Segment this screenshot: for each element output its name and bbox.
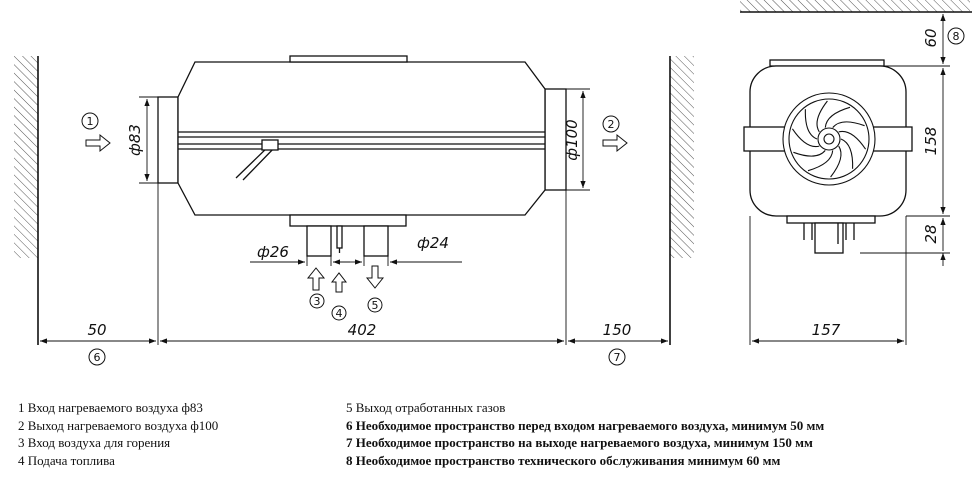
legend-item: 2 Выход нагреваемого воздуха ф100 bbox=[18, 417, 219, 433]
arrow-right-icon bbox=[85, 133, 111, 153]
legend-item: 1 Вход нагреваемого воздуха ф83 bbox=[18, 400, 203, 415]
fan-blade bbox=[824, 106, 851, 128]
svg-text:7: 7 bbox=[614, 351, 621, 364]
legend-right: 5 Выход отработанных газов 6 Необходимое… bbox=[346, 399, 824, 469]
fan-blade bbox=[807, 150, 834, 172]
legend-item: 7 Необходимое пространство на выходе наг… bbox=[346, 435, 813, 450]
svg-text:8: 8 bbox=[953, 30, 960, 43]
dim-bottom: 28 bbox=[922, 224, 940, 243]
svg-text:1: 1 bbox=[87, 115, 94, 128]
arrow-down-icon bbox=[365, 265, 385, 289]
svg-text:2: 2 bbox=[608, 118, 615, 131]
callouts bbox=[81, 27, 965, 366]
dim-space-front: 50 bbox=[87, 321, 106, 339]
fan-blade bbox=[804, 109, 818, 140]
top-wall bbox=[740, 0, 972, 13]
dim-d24: ф24 bbox=[417, 234, 449, 252]
dim-d26: ф26 bbox=[257, 243, 289, 261]
right-wall bbox=[669, 56, 694, 345]
dim-d100: ф100 bbox=[563, 119, 581, 160]
legend-item: 8 Необходимое пространство технического … bbox=[346, 452, 781, 468]
fan-icon bbox=[782, 92, 876, 186]
arrow-right-icon bbox=[602, 133, 628, 153]
heater-drawing: 1 2 3 4 5 6 7 8 ф83 ф100 ф26 ф24 50 402 … bbox=[14, 0, 972, 366]
legend-item: 4 Подача топлива bbox=[18, 452, 115, 468]
callout-numbers: 1 2 3 4 5 6 7 8 bbox=[87, 30, 960, 364]
legend-left: 1 Вход нагреваемого воздуха ф83 2 Выход … bbox=[18, 399, 218, 469]
legend-item: 6 Необходимое пространство перед входом … bbox=[346, 417, 825, 433]
svg-text:4: 4 bbox=[336, 307, 343, 320]
svg-text:6: 6 bbox=[94, 351, 101, 364]
fan-blade bbox=[830, 145, 842, 178]
fan-blade bbox=[838, 130, 867, 150]
fan-blade bbox=[793, 150, 826, 157]
left-wall bbox=[14, 56, 39, 345]
arrow-up-icon bbox=[306, 267, 326, 291]
fan-blade bbox=[816, 100, 828, 133]
dim-height: 158 bbox=[922, 127, 940, 156]
dimension-lines bbox=[40, 11, 950, 345]
svg-text:3: 3 bbox=[314, 295, 321, 308]
fan-blade bbox=[832, 121, 865, 128]
heater-side-view bbox=[157, 55, 567, 257]
legend-item: 3 Вход воздуха для горения bbox=[18, 435, 171, 450]
fan-blade bbox=[791, 128, 820, 148]
svg-text:5: 5 bbox=[372, 299, 379, 312]
arrow-up-icon bbox=[330, 272, 348, 293]
flow-arrows bbox=[85, 133, 628, 293]
dim-service: 60 bbox=[922, 28, 940, 47]
dim-space-rear: 150 bbox=[603, 321, 632, 339]
dim-d83: ф83 bbox=[126, 124, 144, 156]
dim-length: 402 bbox=[348, 321, 377, 339]
legend-item: 5 Выход отработанных газов bbox=[346, 400, 506, 415]
fan-blade bbox=[840, 138, 854, 169]
dim-width: 157 bbox=[812, 321, 841, 339]
